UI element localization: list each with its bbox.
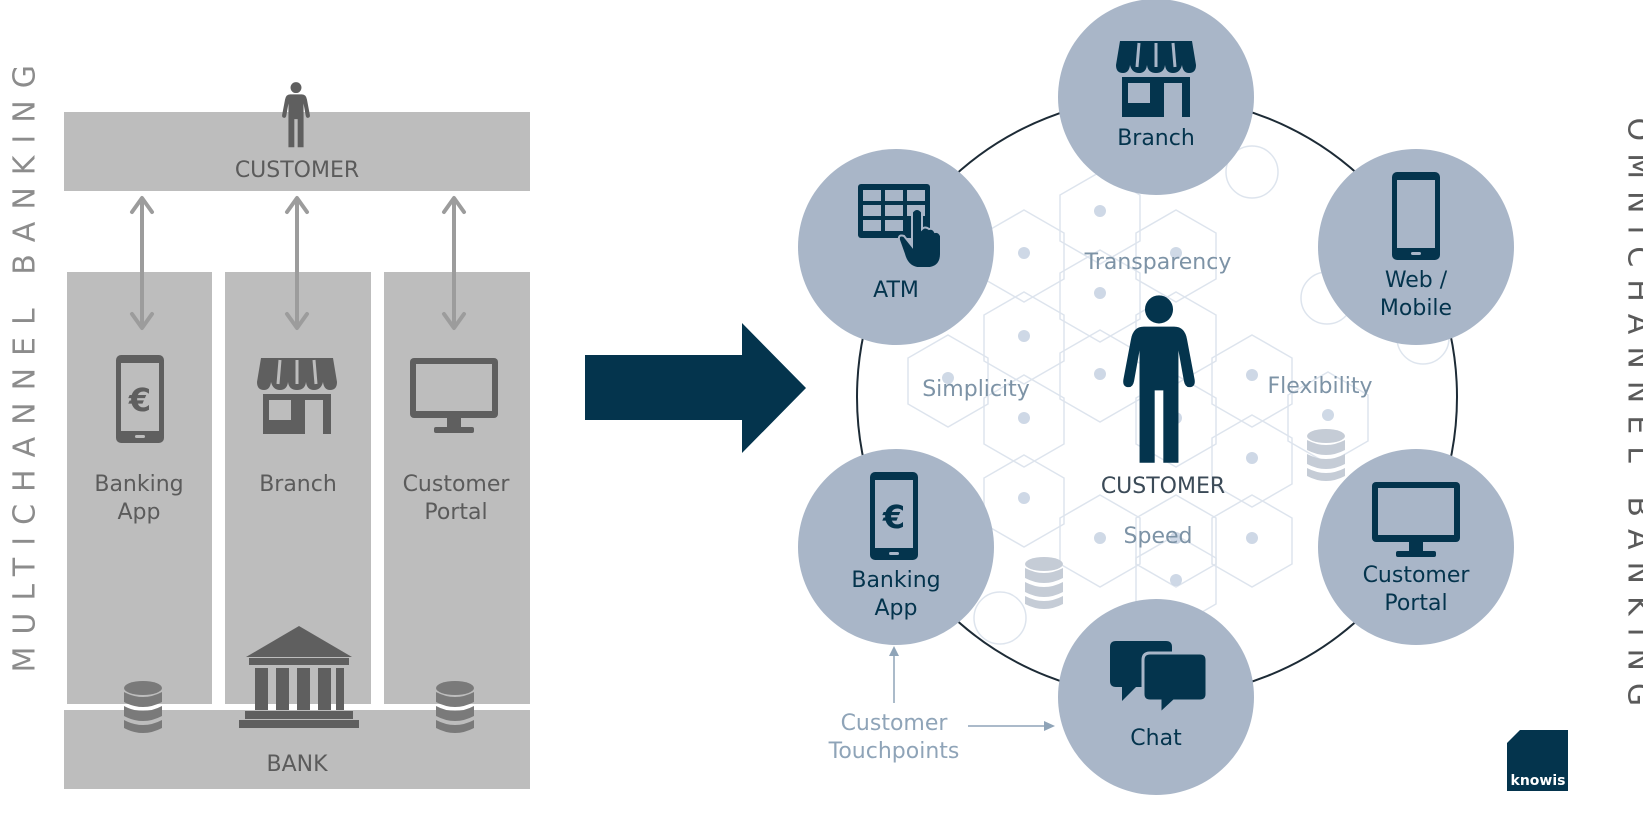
monitor-icon	[1372, 482, 1460, 557]
chat-bubbles-icon	[1110, 641, 1209, 718]
multichannel-section: CUSTOMER €	[64, 82, 530, 789]
database-icon	[1025, 557, 1063, 609]
channel-label-line1: Chat	[1130, 726, 1182, 751]
smartphone-euro-icon: €	[116, 355, 164, 443]
database-icon	[436, 681, 474, 733]
monitor-icon	[410, 358, 498, 433]
svg-text:€: €	[882, 498, 905, 536]
logo-text: knowis	[1511, 773, 1566, 789]
channel-label-line1: ATM	[873, 278, 919, 303]
channel-label-line2: App	[875, 596, 918, 621]
multichannel-title: MULTICHANNEL BANKING	[7, 53, 43, 673]
double-arrow-icon	[285, 196, 309, 330]
double-arrow-icon	[442, 196, 466, 330]
channel-label-line2: Mobile	[1380, 296, 1452, 321]
channel-label-line1: Web /	[1385, 268, 1448, 293]
smartphone-euro-icon: €	[870, 472, 918, 560]
bank-label: BANK	[266, 752, 328, 777]
person-icon	[1123, 295, 1195, 463]
touchpoint-arrow-up	[889, 646, 899, 703]
quality-label: Simplicity	[922, 377, 1030, 402]
double-arrow-icon	[130, 196, 154, 330]
database-icon	[124, 681, 162, 733]
omnichannel-title: OMNICHANNEL BANKING	[1620, 117, 1643, 719]
channel-circle-atm	[798, 149, 994, 345]
storefront-icon	[257, 358, 337, 434]
channel-label-line1: Branch	[259, 472, 337, 497]
channel-label-line2: Portal	[424, 500, 487, 525]
customer-label: CUSTOMER	[235, 158, 359, 183]
channel-label-line1: Banking	[851, 568, 940, 593]
svg-text:€: €	[128, 381, 151, 419]
touchpoints-label-line1: Customer	[841, 711, 949, 736]
quality-label: Speed	[1124, 524, 1193, 549]
smartphone-icon	[1392, 172, 1440, 260]
channel-label-line2: App	[118, 500, 161, 525]
quality-label: Transparency	[1084, 250, 1232, 275]
channel-label-line1: Customer	[403, 472, 511, 497]
bank-building-icon	[239, 626, 359, 728]
touchpoint-arrow-right	[968, 721, 1055, 731]
channel-column	[384, 272, 530, 704]
channel-label-line1: Banking	[94, 472, 183, 497]
channel-label-line1: Customer	[1363, 563, 1471, 588]
knowis-logo: knowis	[1507, 730, 1568, 791]
channel-column	[67, 272, 212, 704]
touchpoints-label-line2: Touchpoints	[828, 739, 960, 764]
customer-bar	[64, 112, 530, 191]
transition-arrow	[585, 323, 806, 453]
omnichannel-section: € Branch Web / Mobile Customer Portal Ch…	[798, 0, 1514, 795]
center-customer-label: CUSTOMER	[1101, 474, 1225, 499]
channel-label-line2: Portal	[1384, 591, 1447, 616]
quality-label: Flexibility	[1268, 374, 1373, 399]
atm-keypad-icon	[858, 184, 942, 269]
channel-label-line1: Branch	[1117, 126, 1195, 151]
storefront-icon	[1116, 41, 1196, 117]
